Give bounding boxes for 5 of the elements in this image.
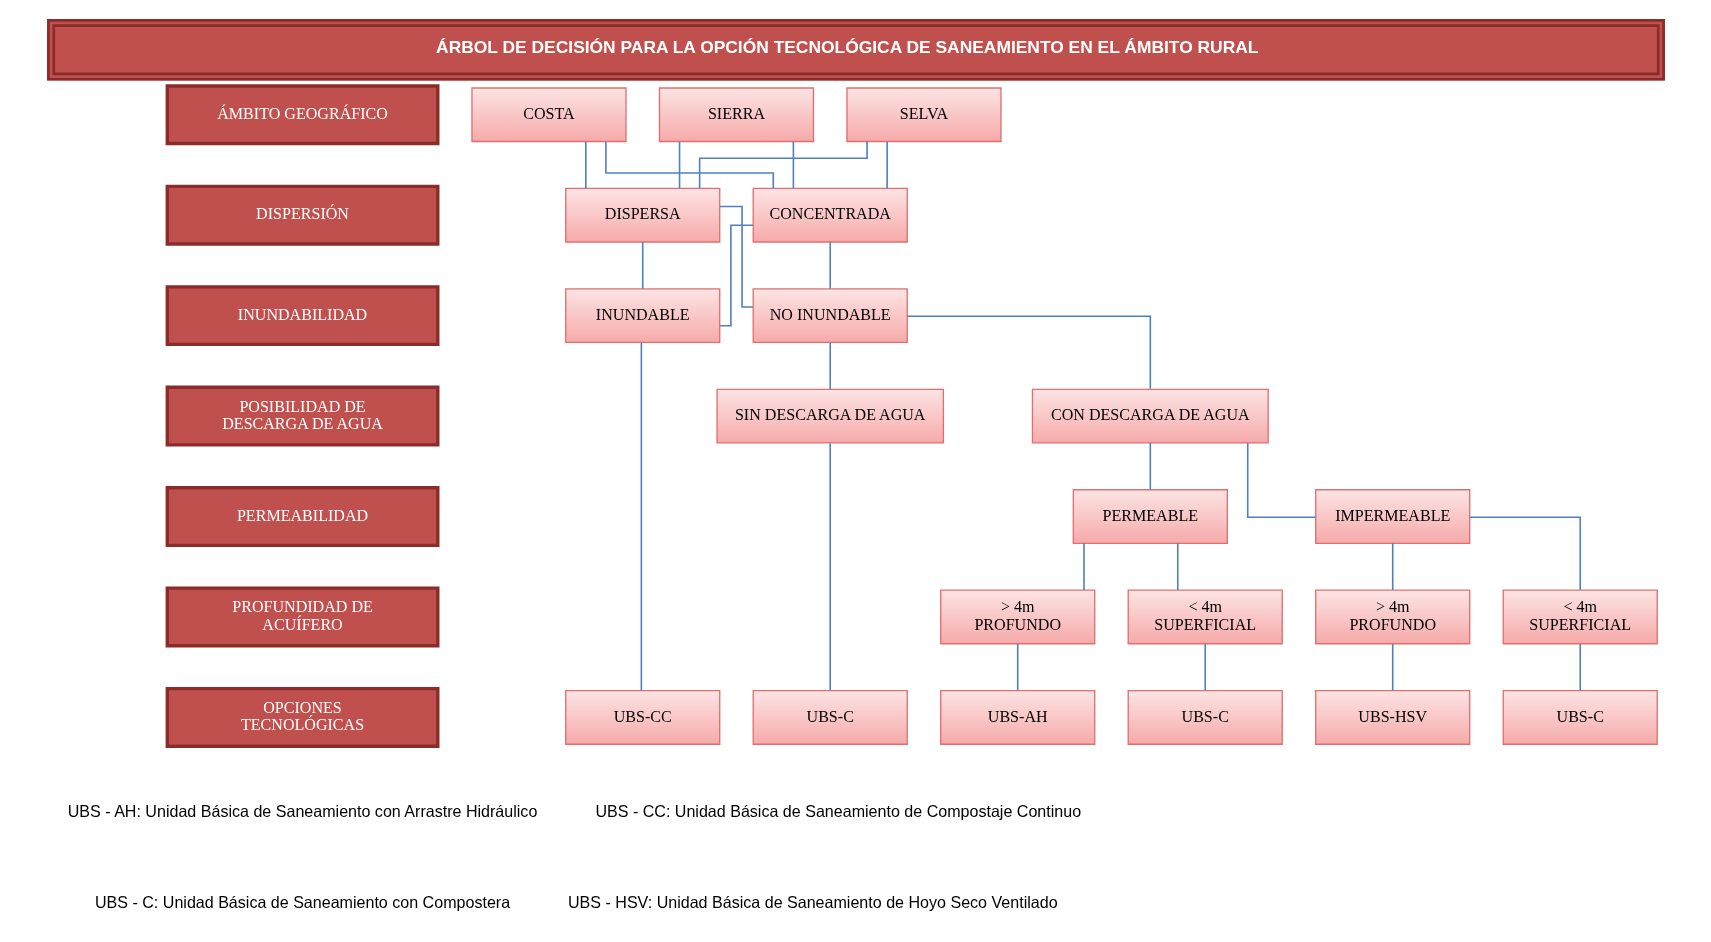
label: UBS - C: Unidad Básica de Saneamiento con Compostera xyxy=(94,893,510,912)
label: UBS - AH: Unidad Básica de Saneamiento con Arrastre Hidráulico xyxy=(67,802,537,821)
label: UBS - HSV: Unidad Básica de Saneamiento de Hoyo Seco Ventilado xyxy=(567,893,1058,912)
label: UBS - CC: Unidad Básica de Saneamiento de Compostaje Continuo xyxy=(594,802,1081,821)
diagram-title: ÁRBOL DE DECISIÓN PARA LA OPCIÓN TECNOLÓGICA DE SANEAMIENTO EN EL ÁMBITO RURAL xyxy=(435,37,1258,58)
